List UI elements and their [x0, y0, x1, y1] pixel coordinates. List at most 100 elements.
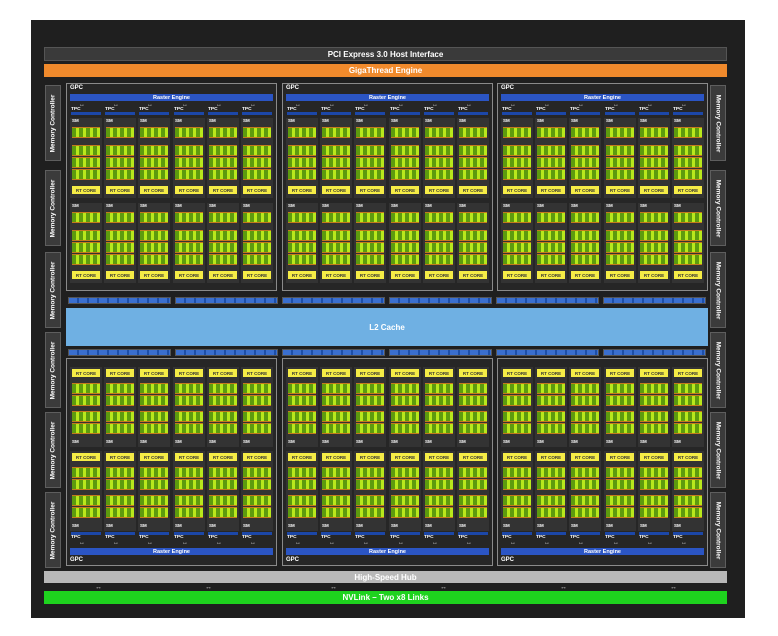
cuda-core-block	[537, 411, 565, 422]
sm-label: SM	[459, 203, 466, 208]
sm-label: SM	[606, 523, 613, 528]
tpc-label: TPC	[71, 107, 81, 112]
cuda-core-block	[106, 479, 134, 490]
cuda-core-block	[106, 495, 134, 506]
arrow-icon: ↔	[510, 102, 516, 108]
cuda-core-block	[606, 145, 634, 156]
arrow-icon: ↔	[647, 102, 653, 108]
cuda-core-block	[106, 145, 134, 156]
sm-label: SM	[571, 118, 578, 123]
sm-label: SM	[175, 203, 182, 208]
cuda-core-block	[288, 383, 316, 394]
cuda-core-block	[606, 467, 634, 478]
cuda-core-block	[425, 467, 453, 478]
nvlink-bar: NVLink – Two x8 Links	[44, 591, 727, 604]
rt-core: RT CORE	[674, 453, 702, 461]
cuda-core-block	[674, 254, 702, 265]
arrow-icon: ↔	[681, 540, 687, 546]
cuda-core-block	[503, 395, 531, 406]
sm-label: SM	[243, 118, 250, 123]
cuda-core-block	[606, 507, 634, 518]
tpc-header-row: TPC↔TPC↔TPC↔TPC↔TPC↔TPC↔	[501, 532, 704, 546]
tpc-header-row: TPC↔TPC↔TPC↔TPC↔TPC↔TPC↔	[70, 532, 273, 546]
tpc-label: TPC	[174, 107, 184, 112]
memory-controller-label: Memory Controller	[49, 501, 57, 559]
polymorph-engine	[174, 532, 204, 535]
cuda-core-block	[72, 395, 100, 406]
cuda-core-block	[537, 242, 565, 253]
cuda-core-block	[391, 212, 419, 223]
rt-core: RT CORE	[571, 369, 599, 377]
cuda-core-block	[140, 395, 168, 406]
cuda-core-block	[640, 242, 668, 253]
tpc-header-row: TPC↔TPC↔TPC↔TPC↔TPC↔TPC↔	[286, 532, 489, 546]
cuda-core-block	[606, 423, 634, 434]
cuda-core-block	[459, 507, 487, 518]
cuda-core-block	[503, 169, 531, 180]
rt-core: RT CORE	[571, 453, 599, 461]
cuda-core-block	[140, 507, 168, 518]
cuda-core-block	[571, 423, 599, 434]
cuda-core-block	[209, 479, 237, 490]
tpc-header: TPC↔	[104, 532, 136, 546]
tpc-header: ↔TPC	[138, 102, 170, 116]
cuda-core-block	[356, 254, 384, 265]
arrow-icon: ↔	[544, 540, 550, 546]
cuda-core-block	[425, 230, 453, 241]
sm-label: SM	[674, 523, 681, 528]
tpc-header: ↔TPC	[535, 102, 567, 116]
arrow-icon: ↔	[398, 102, 404, 108]
cuda-core-block	[571, 467, 599, 478]
crossbar-bottom	[66, 348, 708, 358]
cuda-core-block	[356, 157, 384, 168]
sm-label: SM	[391, 118, 398, 123]
tpc-header: ↔TPC	[70, 102, 102, 116]
rt-core: RT CORE	[288, 369, 316, 377]
sm-label: SM	[391, 439, 398, 444]
memory-controller-left: Memory Controller	[45, 412, 61, 488]
cuda-core-block	[356, 467, 384, 478]
rt-core: RT CORE	[209, 369, 237, 377]
rt-core: RT CORE	[391, 186, 419, 194]
memory-controller-label: Memory Controller	[49, 421, 57, 479]
sm-label: SM	[425, 118, 432, 123]
cuda-core-block	[140, 495, 168, 506]
cuda-core-block	[425, 507, 453, 518]
cuda-core-block	[537, 145, 565, 156]
polymorph-engine	[458, 112, 488, 115]
tpc-label: TPC	[605, 107, 615, 112]
cuda-core-block	[209, 254, 237, 265]
cuda-core-block	[209, 395, 237, 406]
cuda-core-block	[459, 169, 487, 180]
cuda-core-block	[674, 169, 702, 180]
cuda-core-block	[140, 411, 168, 422]
cuda-core-block	[503, 157, 531, 168]
cuda-core-block	[459, 383, 487, 394]
cuda-core-block	[425, 395, 453, 406]
sm-label: SM	[288, 439, 295, 444]
cuda-core-block	[391, 423, 419, 434]
cuda-core-block	[571, 254, 599, 265]
cuda-core-block	[175, 157, 203, 168]
tpc-header: ↔TPC	[104, 102, 136, 116]
tpc-label: TPC	[208, 535, 218, 540]
l2-cache: L2 Cache	[66, 308, 708, 346]
cuda-core-block	[425, 212, 453, 223]
polymorph-engine	[287, 112, 317, 115]
rt-core: RT CORE	[209, 271, 237, 279]
sm-label: SM	[459, 439, 466, 444]
sm-label: SM	[72, 439, 79, 444]
sm-label: SM	[288, 118, 295, 123]
